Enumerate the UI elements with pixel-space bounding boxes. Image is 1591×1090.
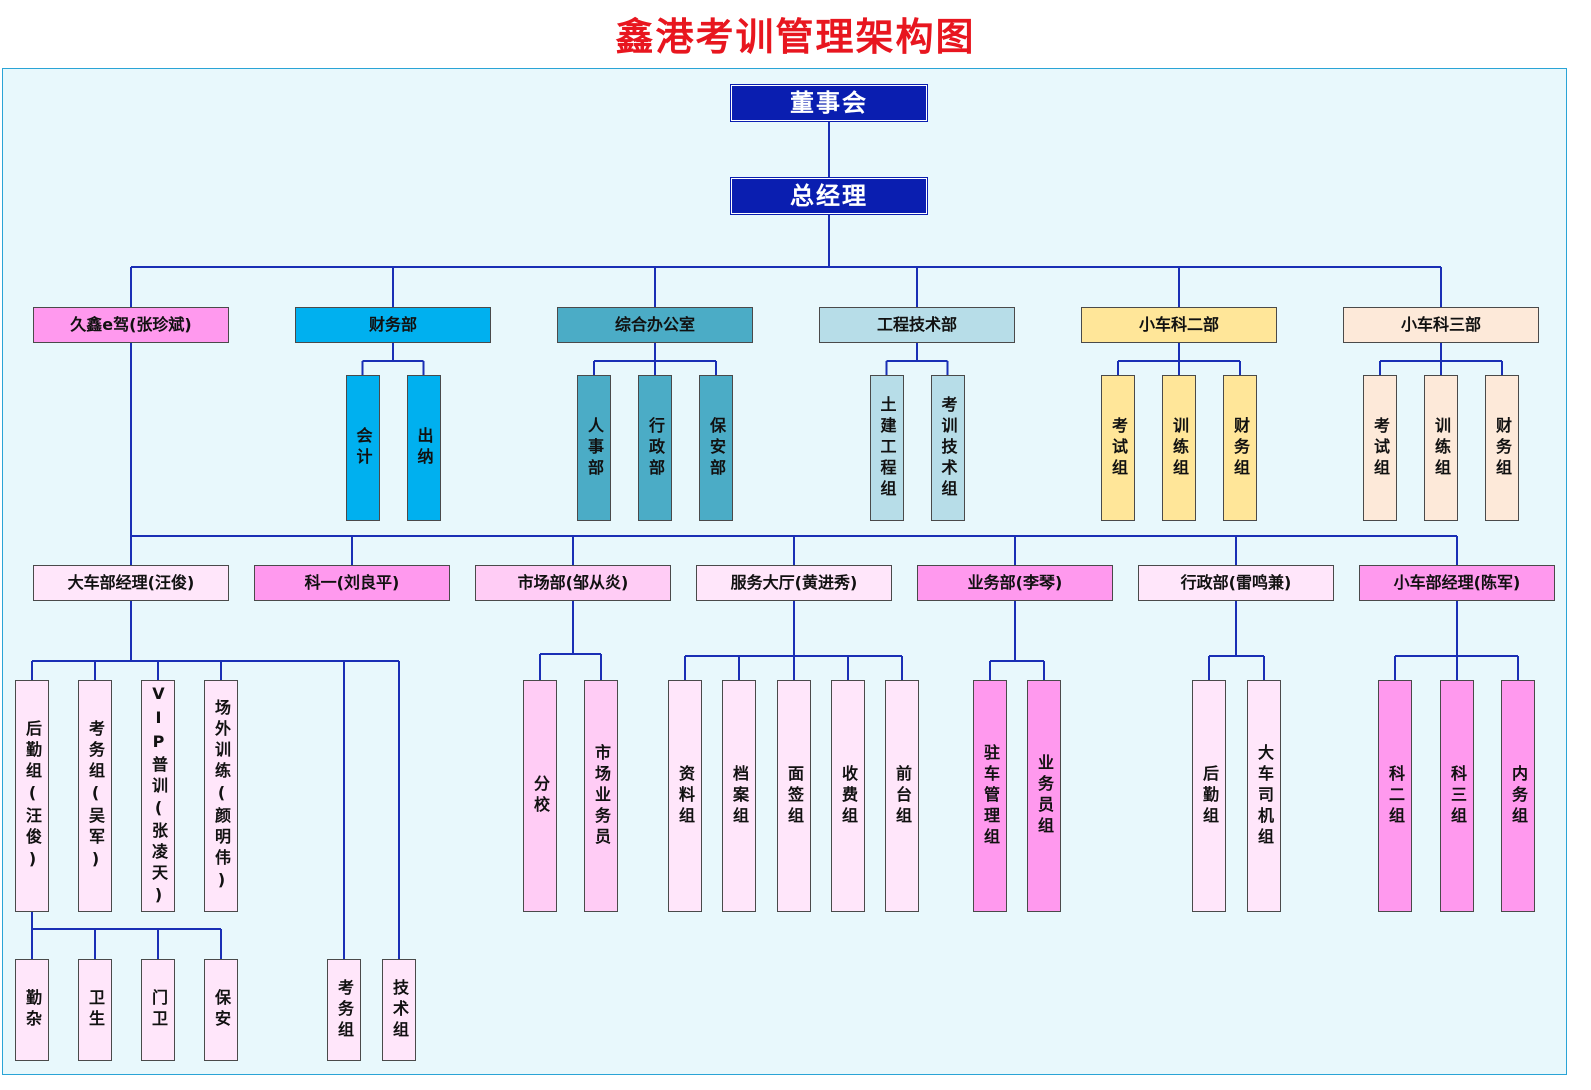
dept-office: 综合办公室	[557, 307, 753, 343]
subdept-service-child: 前台组	[885, 680, 919, 912]
subdept-ke1: 科一(刘良平)	[254, 565, 450, 601]
dept-office-child: 保安部	[699, 375, 733, 521]
subdept-market-child: 分校	[523, 680, 557, 912]
dept-engineering: 工程技术部	[819, 307, 1015, 343]
dept-car3-child: 训练组	[1424, 375, 1458, 521]
subdept-smallcar: 小车部经理(陈军)	[1359, 565, 1555, 601]
connector-lines	[31, 121, 1519, 959]
dept-office-child: 行政部	[638, 375, 672, 521]
logistics-child: 保安	[204, 959, 238, 1061]
dept-car2-child: 训练组	[1162, 375, 1196, 521]
subdept-business-child: 驻车管理组	[973, 680, 1007, 912]
dept-car3-child: 考试组	[1363, 375, 1397, 521]
dept-car2: 小车科二部	[1081, 307, 1277, 343]
logistics-child: 卫生	[78, 959, 112, 1061]
dept-car2-child: 考试组	[1101, 375, 1135, 521]
dept-car3-child: 财务组	[1485, 375, 1519, 521]
subdept-admin-child: 后勤组	[1192, 680, 1226, 912]
subdept-bigcar-child: VIP普训(张凌天)	[141, 680, 175, 912]
subdept-market-child: 市场业务员	[584, 680, 618, 912]
subdept-smallcar-child: 内务组	[1501, 680, 1535, 912]
subdept-admin-child: 大车司机组	[1247, 680, 1281, 912]
logistics-child: 门卫	[141, 959, 175, 1061]
org-chart-canvas: 董事会总经理久鑫e驾(张珍斌) 财务部会计出纳 综合办公室人事部行政部保安部 工程技术…	[2, 68, 1567, 1075]
subdept-service-child: 面签组	[777, 680, 811, 912]
dept-jiuxin: 久鑫e驾(张珍斌)	[33, 307, 229, 343]
subdept-bigcar-child: 考务组(吴军)	[78, 680, 112, 912]
subdept-service-child: 档案组	[722, 680, 756, 912]
subdept-business: 业务部(李琴)	[917, 565, 1113, 601]
dept-finance-child: 会计	[345, 375, 380, 521]
subdept-smallcar-child: 科三组	[1440, 680, 1474, 912]
chart-title: 鑫港考训管理架构图	[615, 15, 976, 59]
dept-car3: 小车科三部	[1343, 307, 1539, 343]
logistics-child: 勤杂	[15, 959, 49, 1061]
general-manager-box: 总经理	[730, 177, 928, 215]
subdept-service-child: 收费组	[831, 680, 865, 912]
subdept-bigcar-child: 后勤组(汪俊)	[15, 680, 49, 912]
dept-car2-child: 财务组	[1223, 375, 1257, 521]
subdept-market: 市场部(邹从炎)	[475, 565, 671, 601]
board-box: 董事会	[730, 84, 928, 122]
subdept-service-child: 资料组	[668, 680, 702, 912]
subdept-bigcar-child: 场外训练(颜明伟)	[204, 680, 238, 912]
subdept-service: 服务大厅(黄进秀)	[696, 565, 892, 601]
subdept-smallcar-child: 科二组	[1378, 680, 1412, 912]
subdept-bigcar-child: 考务组	[327, 959, 361, 1061]
subdept-admin: 行政部(雷鸣兼)	[1138, 565, 1334, 601]
subdept-bigcar: 大车部经理(汪俊)	[33, 565, 229, 601]
dept-office-child: 人事部	[577, 375, 611, 521]
dept-finance: 财务部	[295, 307, 491, 343]
dept-engineering-child: 考训技术组	[930, 375, 965, 521]
dept-finance-child: 出纳	[406, 375, 441, 521]
subdept-business-child: 业务员组	[1027, 680, 1061, 912]
dept-engineering-child: 土建工程组	[869, 375, 904, 521]
subdept-bigcar-child: 技术组	[382, 959, 416, 1061]
